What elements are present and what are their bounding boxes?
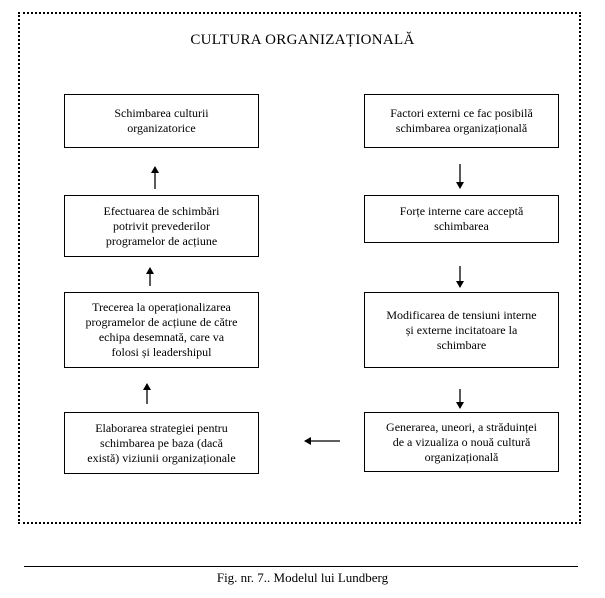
box-left-2: Efectuarea de schimbări potrivit prevede… — [64, 195, 259, 257]
box-right-3: Modificarea de tensiuni interne și exter… — [364, 292, 559, 368]
box-left-3: Trecerea la operaționalizarea programelo… — [64, 292, 259, 368]
caption-rule — [24, 566, 578, 567]
figure-caption: Fig. nr. 7.. Modelul lui Lundberg — [216, 570, 389, 585]
box-left-3-text: Trecerea la operaționalizarea programelo… — [85, 300, 238, 359]
box-left-4: Elaborarea strategiei pentru schimbarea … — [64, 412, 259, 474]
box-left-4-text: Elaborarea strategiei pentru schimbarea … — [87, 420, 236, 465]
diagram-title: CULTURA ORGANIZAȚIONALĂ — [190, 32, 415, 48]
box-right-1-text: Factori externi ce fac posibilă schimbar… — [390, 106, 533, 135]
box-right-2-text: Forțe interne care acceptă schimbarea — [399, 204, 524, 233]
box-right-1: Factori externi ce fac posibilă schimbar… — [364, 94, 559, 148]
box-right-2: Forțe interne care acceptă schimbarea — [364, 195, 559, 243]
box-right-4: Generarea, uneori, a străduinței de a vi… — [364, 412, 559, 472]
box-left-1: Schimbarea culturii organizatorice — [64, 94, 259, 148]
box-left-1-text: Schimbarea culturii organizatorice — [114, 106, 209, 135]
diagram-frame — [18, 12, 581, 524]
box-right-3-text: Modificarea de tensiuni interne și exter… — [386, 307, 537, 352]
box-right-4-text: Generarea, uneori, a străduinței de a vi… — [386, 419, 537, 464]
box-left-2-text: Efectuarea de schimbări potrivit prevede… — [103, 203, 220, 248]
